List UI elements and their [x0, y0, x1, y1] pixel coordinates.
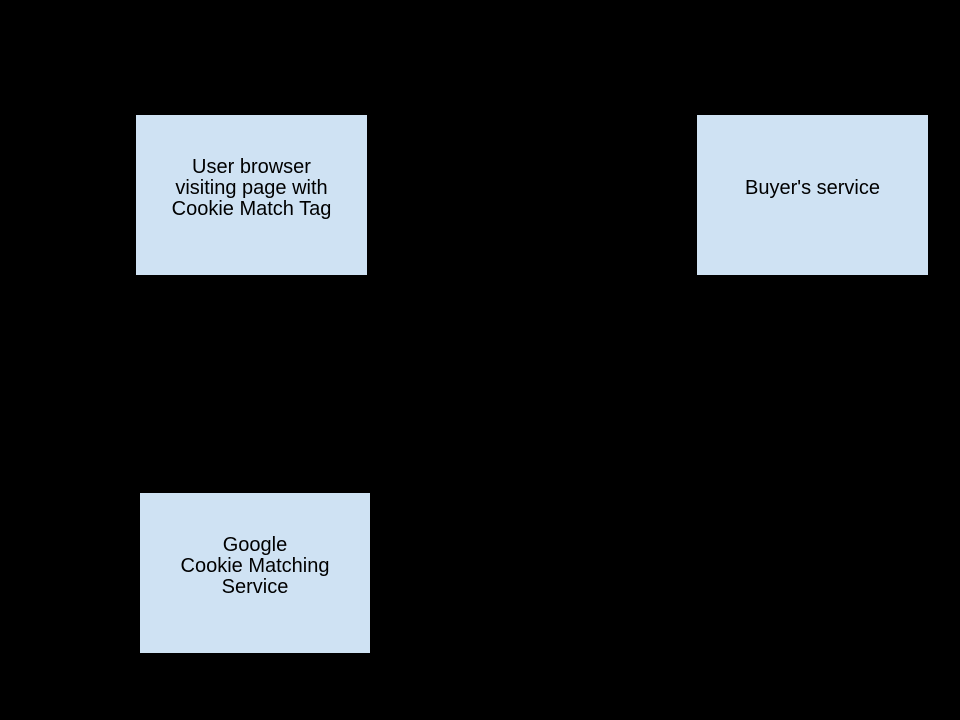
node-buyers-service-label: Buyer's service — [745, 176, 880, 199]
node-user-browser: User browser visiting page with Cookie M… — [135, 114, 368, 276]
node-buyers-service: Buyer's service — [696, 114, 929, 276]
node-user-browser-label: User browser visiting page with Cookie M… — [171, 155, 332, 220]
node-google-cookie-matching-service-label: Google Cookie Matching Service — [180, 533, 330, 598]
node-google-cookie-matching-service: Google Cookie Matching Service — [139, 492, 371, 654]
